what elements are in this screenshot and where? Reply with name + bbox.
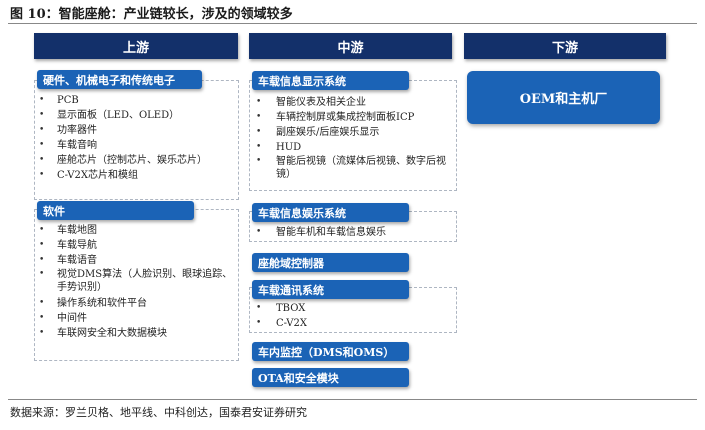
- list-item: 车载地图: [35, 223, 235, 238]
- column-header-midstream: 中游: [249, 33, 452, 59]
- figure-title: 图 10：智能座舱：产业链较长，涉及的领域较多: [10, 7, 293, 22]
- entertainment-list: 智能车机和车载信息娱乐: [250, 225, 456, 240]
- domain-controller-label: 座舱域控制器: [252, 253, 409, 272]
- software-label: 软件: [37, 201, 194, 220]
- column-header-downstream: 下游: [464, 33, 666, 59]
- oem-box: OEM和主机厂: [467, 71, 660, 124]
- software-list: 车载地图 车载导航 车载语音 视觉DMS算法（人脸识别、眼球追踪、手势识别） 操…: [35, 223, 235, 341]
- telematics-label: 车载通讯系统: [252, 280, 409, 299]
- top-rule: [8, 23, 697, 24]
- list-item: 车辆控制屏或集成控制面板ICP: [250, 110, 456, 125]
- list-item: 操作系统和软件平台: [35, 296, 235, 311]
- list-item: 智能后视镜（流媒体后视镜、数字后视镜）: [250, 155, 456, 181]
- list-item: HUD: [250, 140, 456, 155]
- list-item: 车载音响: [35, 138, 235, 153]
- list-item: 车联网安全和大数据模块: [35, 326, 235, 341]
- list-item: 智能仪表及相关企业: [250, 95, 456, 110]
- list-item: 副座娱乐/后座娱乐显示: [250, 125, 456, 140]
- list-item: TBOX: [250, 301, 456, 316]
- figure-source: 数据来源：罗兰贝格、地平线、中科创达，国泰君安证券研究: [10, 406, 307, 419]
- display-system-group: 智能仪表及相关企业 车辆控制屏或集成控制面板ICP 副座娱乐/后座娱乐显示 HU…: [249, 80, 457, 191]
- list-item: 智能车机和车载信息娱乐: [250, 225, 456, 240]
- hardware-list: PCB 显示面板（LED、OLED） 功率器件 车载音响 座舱芯片（控制芯片、娱…: [35, 93, 235, 183]
- list-item: C-V2X芯片和模组: [35, 168, 235, 183]
- list-item: 座舱芯片（控制芯片、娱乐芯片）: [35, 153, 235, 168]
- list-item: C-V2X: [250, 316, 456, 331]
- list-item: 功率器件: [35, 123, 235, 138]
- software-group: 车载地图 车载导航 车载语音 视觉DMS算法（人脸识别、眼球追踪、手势识别） 操…: [34, 209, 239, 361]
- list-item: 显示面板（LED、OLED）: [35, 108, 235, 123]
- hardware-group: PCB 显示面板（LED、OLED） 功率器件 车载音响 座舱芯片（控制芯片、娱…: [34, 80, 239, 200]
- hardware-label: 硬件、机械电子和传统电子: [37, 70, 202, 89]
- telematics-list: TBOX C-V2X: [250, 301, 456, 331]
- list-item: 车载语音: [35, 253, 235, 268]
- bottom-rule: [8, 399, 697, 400]
- display-system-label: 车载信息显示系统: [252, 71, 409, 90]
- column-header-upstream: 上游: [34, 33, 238, 59]
- ota-label: OTA和安全模块: [252, 368, 409, 387]
- list-item: PCB: [35, 93, 235, 108]
- list-item: 视觉DMS算法（人脸识别、眼球追踪、手势识别）: [35, 268, 235, 294]
- list-item: 车载导航: [35, 238, 235, 253]
- entertainment-label: 车载信息娱乐系统: [252, 203, 409, 222]
- display-system-list: 智能仪表及相关企业 车辆控制屏或集成控制面板ICP 副座娱乐/后座娱乐显示 HU…: [250, 95, 456, 181]
- monitoring-label: 车内监控（DMS和OMS）: [252, 342, 409, 361]
- list-item: 中间件: [35, 311, 235, 326]
